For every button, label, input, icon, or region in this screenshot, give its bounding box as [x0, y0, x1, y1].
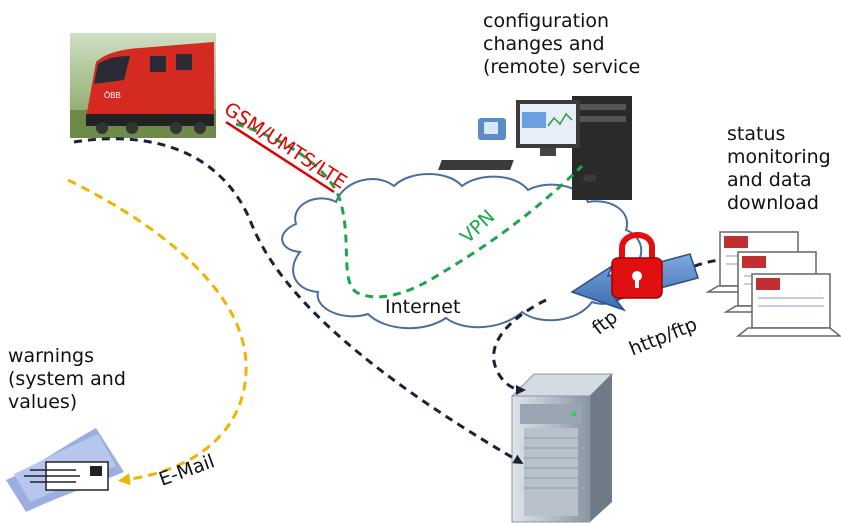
status-label-line: and data: [727, 169, 812, 191]
internet-cloud: [281, 173, 643, 330]
status-label: status monitoring and data download: [727, 123, 831, 215]
train-logo: ÖBB: [104, 91, 121, 100]
vpn-line: [235, 122, 584, 299]
email-envelope-icon: [6, 428, 124, 512]
config-label-line: (remote) service: [483, 56, 641, 78]
warnings-label-line: warnings: [8, 345, 94, 367]
status-label-line: status: [727, 123, 786, 145]
config-label-line: changes and: [483, 33, 605, 55]
status-label-line: monitoring: [727, 146, 831, 168]
server-icon: [510, 373, 614, 523]
train-to-server-line: [73, 137, 524, 465]
ftp-line: [492, 298, 547, 395]
config-label: configuration changes and (remote) servi…: [483, 10, 640, 79]
train-image: ÖBB: [70, 33, 216, 138]
warnings-label: warnings (system and values): [8, 345, 126, 414]
email-line: [67, 178, 248, 486]
warnings-label-line: (system and: [8, 368, 126, 390]
laptop-stack-icon: [705, 231, 841, 337]
status-label-line: download: [727, 192, 819, 214]
gsm-link-line: [225, 120, 335, 194]
warnings-label-line: values): [8, 391, 78, 413]
padlock-icon: [611, 232, 663, 299]
config-label-line: configuration: [483, 10, 610, 32]
desktop-computer-icon: [438, 96, 632, 200]
internet-label: Internet: [385, 296, 461, 318]
